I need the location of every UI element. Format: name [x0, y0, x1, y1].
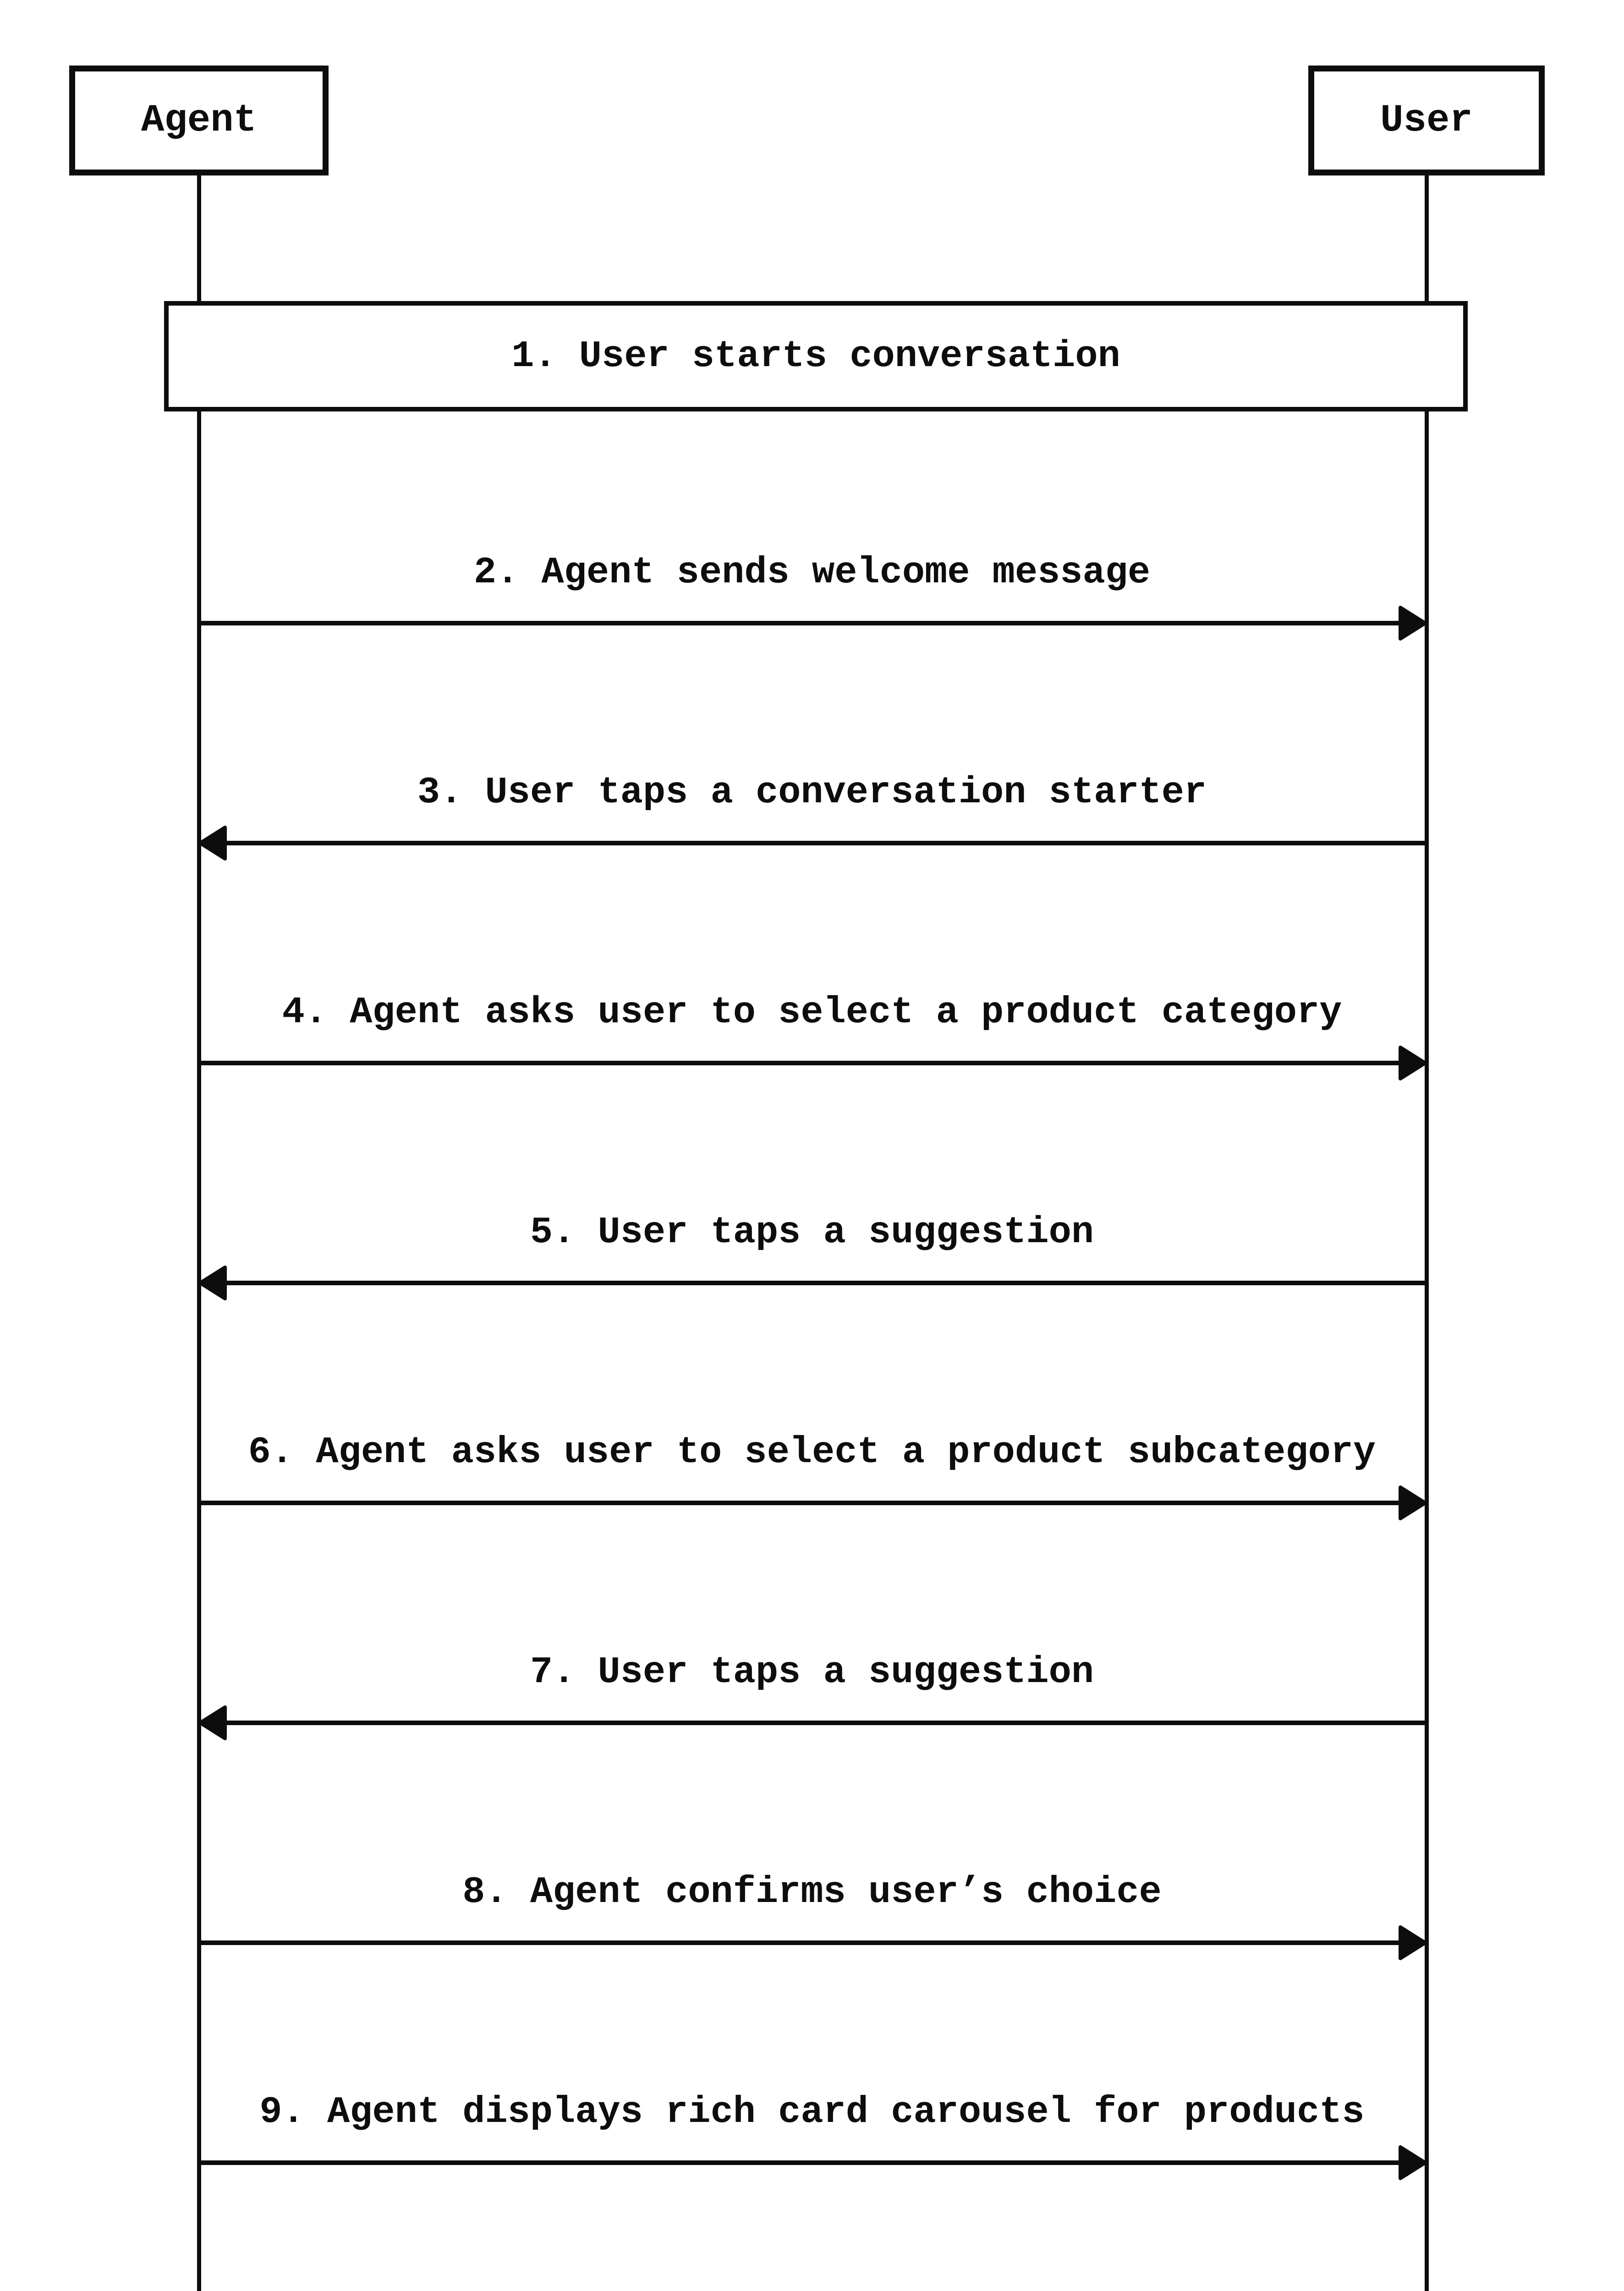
- participant-agent-label: Agent: [141, 99, 257, 143]
- message-label: 6. Agent asks user to select a product s…: [248, 1431, 1376, 1474]
- arrowhead-right-icon: [1399, 1485, 1426, 1520]
- arrowhead-right-icon: [1399, 606, 1426, 641]
- banner-label: 1. User starts conversation: [511, 335, 1120, 378]
- message-label: 8. Agent confirms user’s choice: [462, 1871, 1162, 1913]
- message-label: 9. Agent displays rich card carousel for…: [259, 2091, 1365, 2133]
- message-arrow-left: [199, 1705, 1426, 1740]
- message-label: 3. User taps a conversation starter: [417, 771, 1207, 814]
- arrowhead-left-icon: [199, 1266, 227, 1300]
- participant-user-label: User: [1380, 99, 1473, 143]
- arrowhead-right-icon: [1399, 1046, 1426, 1080]
- message-arrow-right: [199, 1925, 1426, 1960]
- message-arrow-right: [199, 1046, 1426, 1080]
- arrowhead-left-icon: [199, 1705, 227, 1740]
- message-arrow-right: [199, 2145, 1426, 2180]
- lifeline-agent: [197, 175, 201, 2291]
- lifeline-user: [1425, 175, 1429, 2291]
- message-label: 4. Agent asks user to select a product c…: [282, 991, 1342, 1034]
- message-arrow-right: [199, 606, 1426, 641]
- message-arrow-left: [199, 826, 1426, 860]
- message-arrow-left: [199, 1266, 1426, 1300]
- banner-step-1: 1. User starts conversation: [164, 301, 1468, 411]
- message-label: 5. User taps a suggestion: [530, 1211, 1094, 1254]
- arrowhead-right-icon: [1399, 2145, 1426, 2180]
- message-label: 7. User taps a suggestion: [530, 1651, 1094, 1694]
- message-label: 2. Agent sends welcome message: [473, 551, 1151, 594]
- participant-user-top-box: User: [1308, 66, 1545, 175]
- arrowhead-left-icon: [199, 826, 227, 860]
- message-arrow-right: [199, 1485, 1426, 1520]
- arrowhead-right-icon: [1399, 1925, 1426, 1960]
- participant-agent-top-box: Agent: [69, 66, 329, 175]
